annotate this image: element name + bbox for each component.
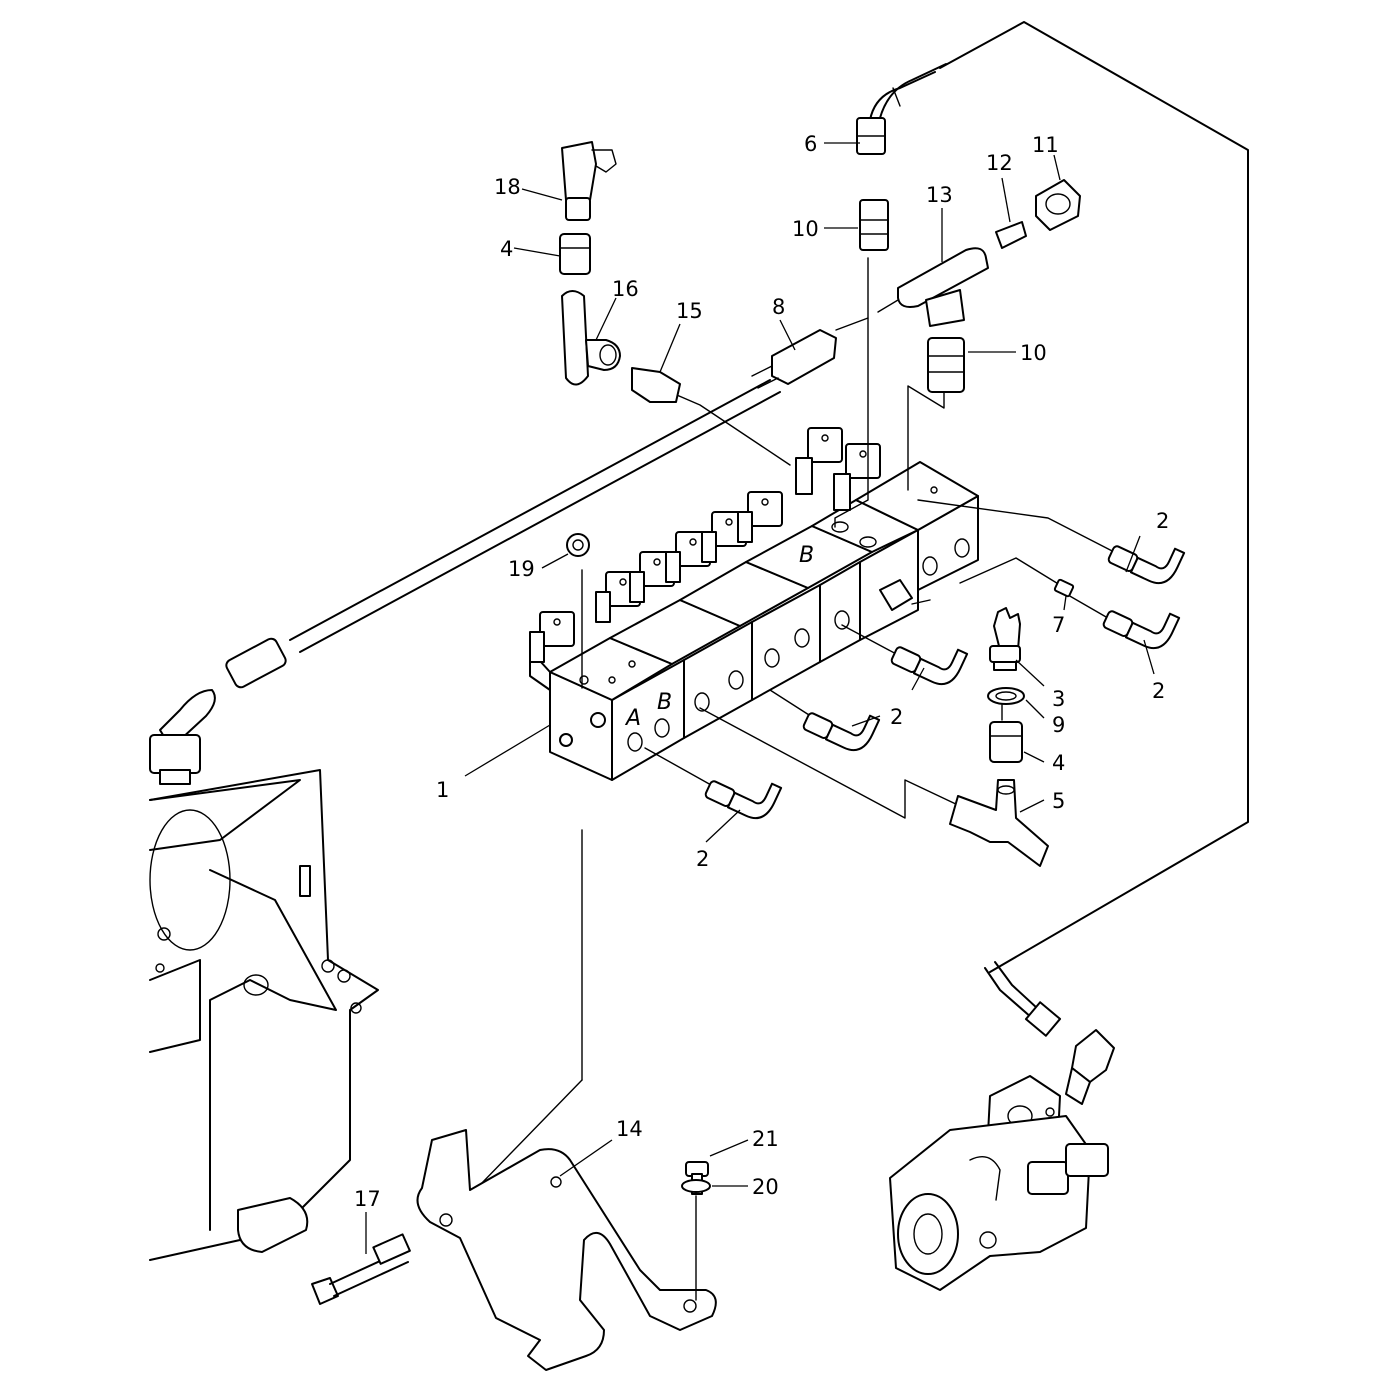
- callout-15: 15: [676, 299, 703, 323]
- callout-4: 4: [1052, 751, 1065, 775]
- callout-10: 10: [792, 217, 819, 241]
- top-center-parts: [566, 179, 1081, 557]
- callout-8: 8: [772, 295, 785, 319]
- callout-2: 2: [1152, 679, 1165, 703]
- callout-2: 2: [1156, 509, 1169, 533]
- port-label-b: B: [657, 690, 672, 715]
- callout-12: 12: [986, 151, 1013, 175]
- hydraulic-pump: [889, 1029, 1115, 1291]
- callout-2: 2: [890, 705, 903, 729]
- callout-3: 3: [1052, 687, 1065, 711]
- flow-lines: [581, 257, 1121, 819]
- callout-7: 7: [1052, 613, 1065, 637]
- callout-11: 11: [1032, 133, 1059, 157]
- callout-9: 9: [1052, 713, 1065, 737]
- callout-5: 5: [1052, 789, 1065, 813]
- right-column-parts: [949, 578, 1075, 867]
- top-left-parts: [559, 141, 837, 403]
- solenoids: [529, 427, 881, 663]
- hose-loop-right: [856, 21, 1249, 1037]
- callout-16: 16: [612, 277, 639, 301]
- callout-19: 19: [508, 557, 535, 581]
- callout-14: 14: [616, 1117, 643, 1141]
- valve-block: [529, 461, 979, 781]
- callout-18: 18: [494, 175, 521, 199]
- bracket-parts: [311, 829, 717, 1371]
- callout-21: 21: [752, 1127, 779, 1151]
- port-label-a: A: [624, 706, 641, 731]
- callout-10: 10: [1020, 341, 1047, 365]
- callout-2: 2: [696, 847, 709, 871]
- hose-left: [149, 379, 781, 785]
- left-housing: [149, 769, 379, 1261]
- callout-17: 17: [354, 1187, 381, 1211]
- callout-leaders: [365, 142, 1155, 1254]
- callout-4: 4: [500, 237, 513, 261]
- elbow-fittings: [704, 545, 1186, 820]
- callout-6: 6: [804, 132, 817, 156]
- callout-20: 20: [752, 1175, 779, 1199]
- callout-labels: 1 2 2 2 2 2 3 4 4 5 6 7 8 9 10 10 11 12 …: [354, 132, 1169, 1211]
- port-label-top-b: B: [799, 543, 814, 568]
- callout-1: 1: [436, 778, 449, 802]
- callout-13: 13: [926, 183, 953, 207]
